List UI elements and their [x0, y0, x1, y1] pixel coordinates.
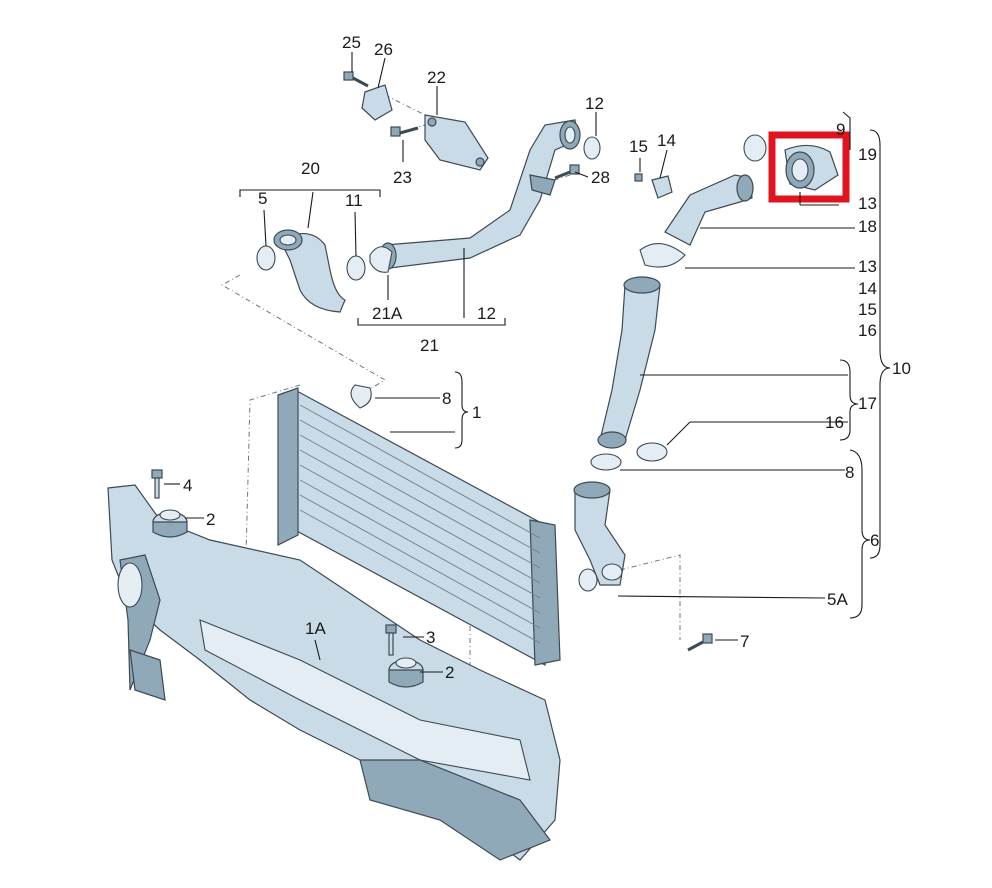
o-ring-11: [346, 255, 366, 281]
callout-16-mid: 16: [858, 321, 877, 340]
callout-22: 22: [427, 68, 446, 87]
bolt-28: [554, 164, 580, 180]
callout-8-right: 8: [845, 463, 854, 482]
callout-15-mid: 15: [858, 300, 877, 319]
o-ring-8-right: [590, 453, 622, 471]
callout-14-top: 14: [657, 131, 676, 150]
callout-6: 6: [870, 531, 879, 550]
callout-13-mid: 13: [858, 257, 877, 276]
clip-8-left: [350, 384, 372, 409]
hose-6: [573, 481, 626, 586]
callout-21: 21: [420, 336, 439, 355]
o-ring-5A: [578, 568, 598, 592]
front-crossmember-1A: [107, 484, 561, 861]
leader-lines: [164, 52, 855, 673]
callout-2-lower: 2: [445, 663, 454, 682]
callout-labels: 25 26 22 12 23 28 15 14 9 19 13 18 13 14…: [183, 33, 911, 682]
braces: [239, 111, 891, 619]
callout-26: 26: [374, 40, 393, 59]
callout-12-top: 12: [585, 94, 604, 113]
callout-8-left: 8: [442, 389, 451, 408]
callout-5: 5: [258, 189, 267, 208]
callout-13-top: 13: [858, 194, 877, 213]
callout-9: 9: [836, 120, 845, 139]
clip-21A: [369, 246, 393, 273]
callout-28: 28: [591, 168, 610, 187]
hose-20: [273, 229, 346, 313]
intercooler-1: [277, 387, 561, 667]
o-ring-16: [636, 442, 668, 462]
callout-4: 4: [183, 476, 192, 495]
elbow-19: [784, 144, 839, 191]
callout-16-bottom: 16: [825, 413, 844, 432]
callout-3: 3: [426, 628, 435, 647]
pipe-12-bracket: [529, 174, 556, 196]
callout-1: 1: [472, 403, 481, 422]
hose-18: [664, 174, 754, 246]
o-ring-12: [583, 136, 601, 160]
mount-2-upper: [152, 509, 188, 538]
intercooler-fins: [299, 404, 541, 644]
bracket-22: [424, 114, 489, 171]
hose-17: [597, 276, 661, 449]
callout-11: 11: [345, 191, 363, 210]
callout-12-bottom: 12: [477, 304, 496, 323]
highlight-box: [768, 131, 850, 203]
callout-19: 19: [858, 145, 877, 164]
callout-23: 23: [393, 168, 412, 187]
callout-5A: 5A: [827, 590, 848, 609]
bolt-15: [634, 173, 643, 182]
clamp-13-upper: [639, 243, 686, 268]
o-ring-9: [743, 134, 767, 162]
callout-7: 7: [740, 632, 749, 651]
callout-14-mid: 14: [858, 279, 877, 298]
bolt-7: [687, 633, 713, 652]
callout-1A: 1A: [305, 619, 326, 638]
callout-25: 25: [342, 33, 361, 52]
sensor-14: [651, 175, 673, 199]
callout-18: 18: [858, 217, 877, 236]
bolt-23: [390, 126, 419, 137]
clamp-26: [361, 84, 393, 121]
mount-2-lower: [388, 657, 424, 688]
o-ring-5: [256, 245, 276, 271]
bolt-3: [385, 624, 397, 656]
bolt-25: [343, 71, 369, 88]
callout-10: 10: [892, 359, 911, 378]
callout-21A: 21A: [372, 304, 403, 323]
callout-2-upper: 2: [206, 510, 215, 529]
bolt-4: [151, 469, 163, 499]
callout-17: 17: [858, 394, 877, 413]
callout-20: 20: [301, 159, 320, 178]
callout-15-top: 15: [629, 137, 648, 156]
